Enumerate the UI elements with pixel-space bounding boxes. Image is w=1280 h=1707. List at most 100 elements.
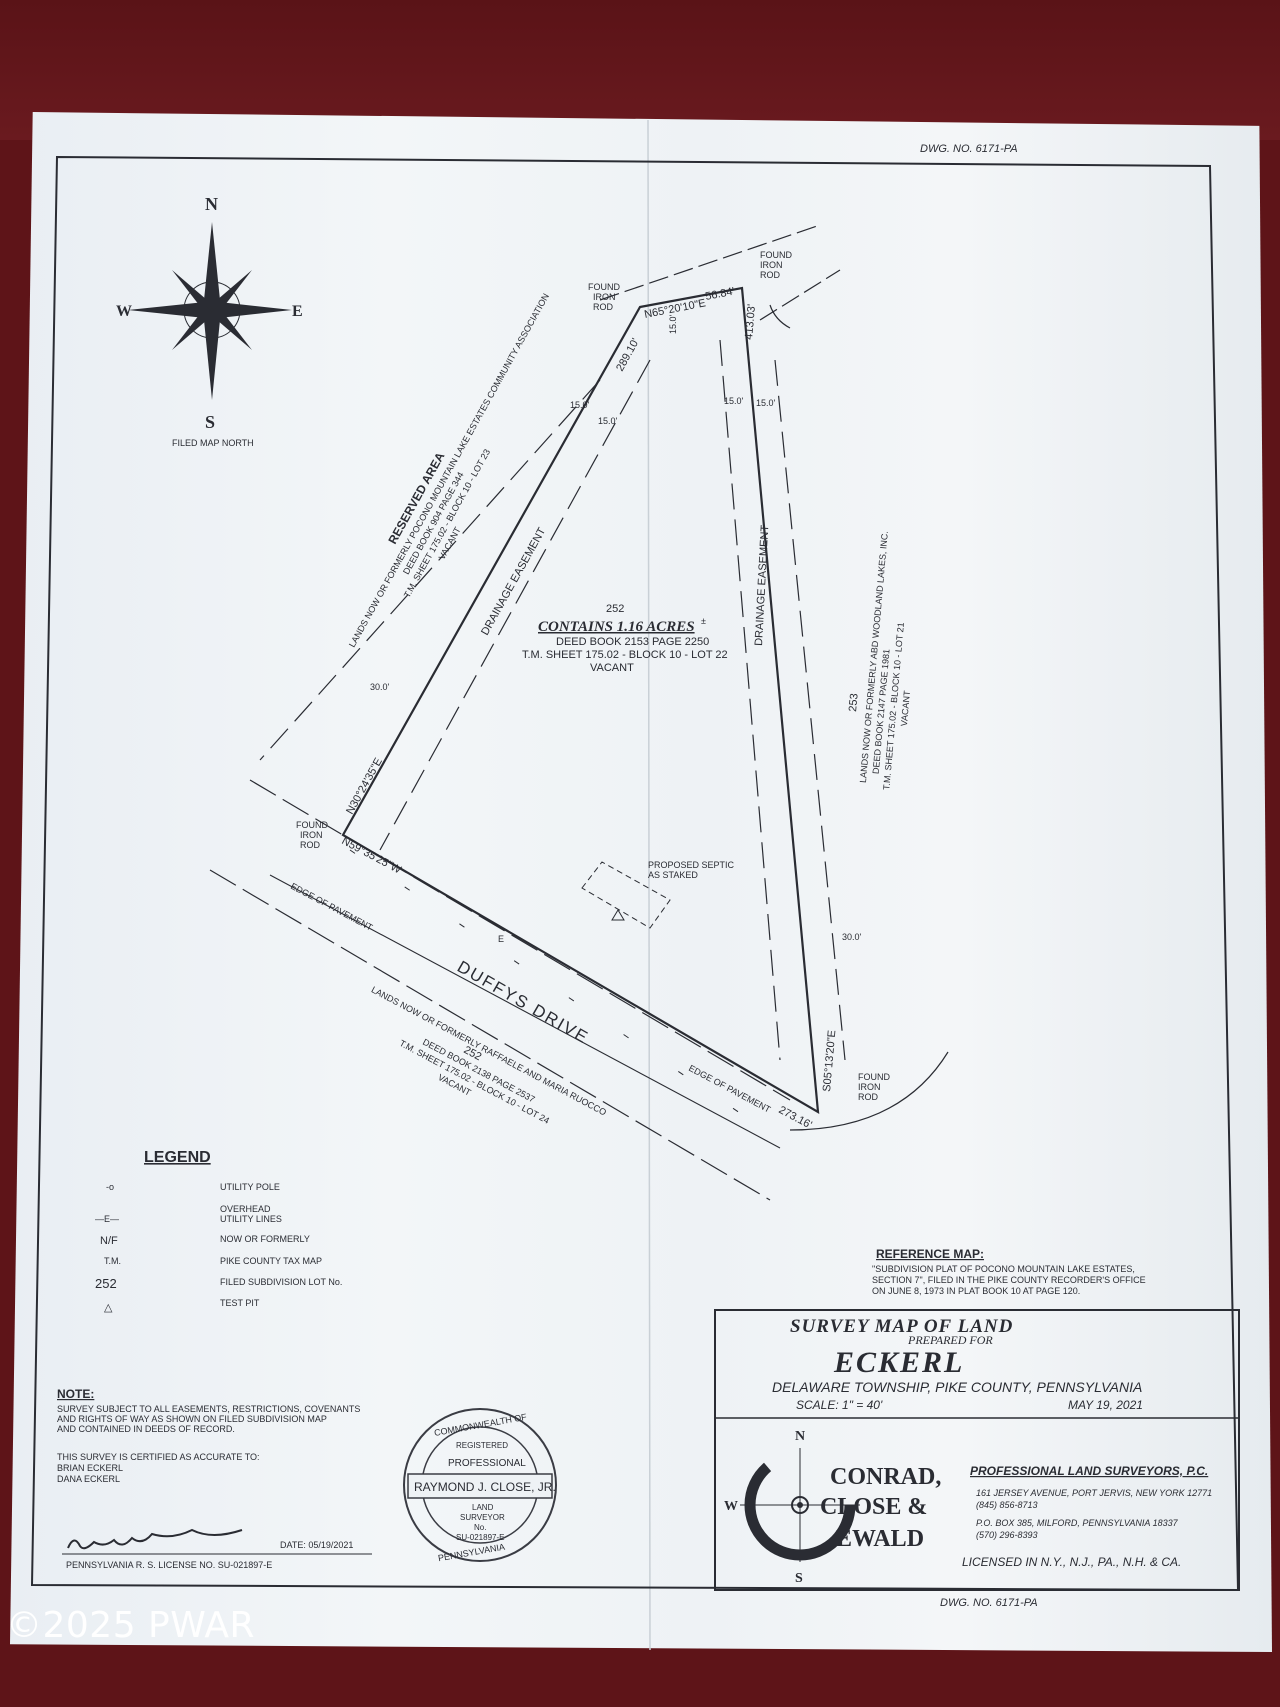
easement-line-west-2 [259, 379, 601, 761]
dwg-number-top: DWG. NO. 6171-PA [920, 143, 1018, 155]
lot-tm: T.M. SHEET 175.02 - BLOCK 10 - LOT 22 [522, 649, 728, 661]
offset-label: 30.0' [370, 682, 390, 692]
legend-label: NOW OR FORMERLY [220, 1234, 310, 1244]
edge-of-pavement-label: EDGE OF PAVEMENT [687, 1063, 773, 1115]
compass-s: S [205, 412, 215, 432]
septic-label: PROPOSED SEPTIC [648, 860, 735, 870]
legend-symbol: 252 [95, 1276, 117, 1291]
rod-label: FOUND [588, 282, 620, 292]
road-curve-south [789, 1051, 949, 1131]
title-block-client: ECKERL [833, 1346, 964, 1379]
title-block-prepared: PREPARED FOR [907, 1333, 993, 1347]
lot-253-number: 253 [847, 693, 861, 712]
legend-symbol: -o [106, 1182, 114, 1192]
utility-line-marker: E [498, 934, 504, 944]
lot-252-south-label: 252 LANDS NOW OR FORMERLY RAFFAELE AND M… [370, 984, 608, 1125]
rod-label: FOUND [760, 250, 792, 260]
distance-south: 273.16' [777, 1104, 814, 1131]
seal-professional: PROFESSIONAL [448, 1458, 526, 1469]
edge-of-pavement-line [269, 874, 781, 1149]
title-block [714, 1309, 1240, 1591]
legend-label: UTILITY POLE [220, 1182, 280, 1192]
firm-logo-w: W [724, 1499, 738, 1514]
note-line: AND CONTAINED IN DEEDS OF RECORD. [57, 1424, 235, 1434]
easement-line-east [719, 339, 781, 1061]
lot-acreage: CONTAINS 1.16 ACRES [538, 619, 695, 635]
firm-tagline: PROFESSIONAL LAND SURVEYORS, P.C. [970, 1464, 1208, 1478]
note-date: DATE: 05/19/2021 [280, 1540, 353, 1550]
lot-253-line: VACANT [899, 690, 912, 727]
legend-symbol: T.M. [104, 1256, 121, 1266]
lot-number: 252 [606, 603, 624, 615]
firm-logo-s: S [795, 1571, 803, 1586]
legend-label: TEST PIT [220, 1298, 260, 1308]
rod-label: IRON [593, 292, 616, 302]
seal-surveyor: SURVEYOR [460, 1513, 505, 1522]
offset-label: 15.0' [668, 314, 678, 334]
note-line: SURVEY SUBJECT TO ALL EASEMENTS, RESTRIC… [57, 1404, 360, 1414]
edge-of-pavement-label: EDGE OF PAVEMENT [289, 881, 375, 933]
road-centerline [249, 779, 791, 1101]
rod-label: ROD [760, 270, 781, 280]
legend-title: LEGEND [144, 1149, 211, 1166]
septic-label: AS STAKED [648, 870, 698, 880]
firm-name-3: EWALD [836, 1526, 924, 1552]
title-block-scale: SCALE: 1" = 40' [796, 1398, 883, 1412]
legend-symbol: △ [104, 1302, 113, 1314]
road-name: DUFFYS DRIVE [454, 957, 592, 1048]
offset-label: 15.0' [570, 400, 590, 410]
road-line-north [599, 224, 821, 301]
firm-name-1: CONRAD, [830, 1464, 941, 1490]
firm-address-2: P.O. BOX 385, MILFORD, PENNSYLVANIA 1833… [976, 1518, 1179, 1528]
septic-area [581, 861, 671, 929]
reference-map-title: REFERENCE MAP: [876, 1247, 984, 1261]
firm-logo [740, 1448, 860, 1562]
offset-label: 15.0' [756, 398, 776, 408]
firm-licensed: LICENSED IN N.Y., N.J., PA., N.H. & CA. [962, 1555, 1181, 1569]
rod-label: IRON [760, 260, 783, 270]
lot-deed: DEED BOOK 2153 PAGE 2250 [556, 636, 709, 648]
title-block-location: DELAWARE TOWNSHIP, PIKE COUNTY, PENNSYLV… [772, 1379, 1142, 1395]
legend-label: UTILITY LINES [220, 1214, 282, 1224]
lot-253-label: 253 LANDS NOW OR FORMERLY ABD WOODLAND L… [847, 531, 912, 791]
bearing-south: N59°35'25"W [340, 835, 404, 877]
note-name: DANA ECKERL [57, 1474, 120, 1484]
distance-west: 289.10' [614, 336, 642, 373]
road-curve-north [769, 304, 791, 329]
legend-symbol: —E— [95, 1214, 119, 1224]
offset-label: 15.0' [598, 416, 618, 426]
surveyor-seal [403, 1408, 557, 1562]
lot-252-south-line: LANDS NOW OR FORMERLY RAFFAELE AND MARIA… [370, 984, 608, 1117]
compass-e: E [292, 303, 303, 320]
firm-name-2: CLOSE & [820, 1494, 927, 1520]
easement-line-west [379, 359, 651, 851]
compass-n: N [205, 194, 218, 214]
legend-label: FILED SUBDIVISION LOT No. [220, 1277, 342, 1287]
offset-label: 15.0' [724, 396, 744, 406]
seal-name: RAYMOND J. CLOSE, JR. [414, 1480, 556, 1494]
lot-boundary [341, 286, 820, 1115]
firm-phone-2: (570) 296-8393 [976, 1530, 1038, 1540]
seal-land: LAND [472, 1503, 494, 1512]
seal-number: SU-021897-E [456, 1533, 504, 1542]
legend-label: PIKE COUNTY TAX MAP [220, 1256, 322, 1266]
firm-logo-n: N [795, 1429, 805, 1444]
copyright-watermark: ©2025 PWAR [6, 1605, 256, 1646]
note-title: NOTE: [57, 1387, 94, 1401]
distance-east: 413.03' [743, 304, 758, 341]
rod-label: FOUND [296, 820, 328, 830]
seal-registered: REGISTERED [456, 1441, 508, 1450]
offset-label: 30.0' [842, 932, 862, 942]
title-block-title: SURVEY MAP OF LAND [790, 1316, 1013, 1337]
reference-map-line: SECTION 7", FILED IN THE PIKE COUNTY REC… [872, 1275, 1146, 1285]
title-block-date: MAY 19, 2021 [1068, 1398, 1143, 1412]
signature [67, 1528, 243, 1550]
compass-caption: FILED MAP NORTH [172, 438, 254, 448]
compass-w: W [116, 303, 132, 320]
rod-label: IRON [858, 1082, 881, 1092]
firm-phone-1: (845) 856-8713 [976, 1500, 1038, 1510]
note-cert: THIS SURVEY IS CERTIFIED AS ACCURATE TO: [57, 1452, 260, 1462]
compass-rose [128, 222, 292, 400]
note-license: PENNSYLVANIA R. S. LICENSE NO. SU-021897… [66, 1560, 272, 1570]
